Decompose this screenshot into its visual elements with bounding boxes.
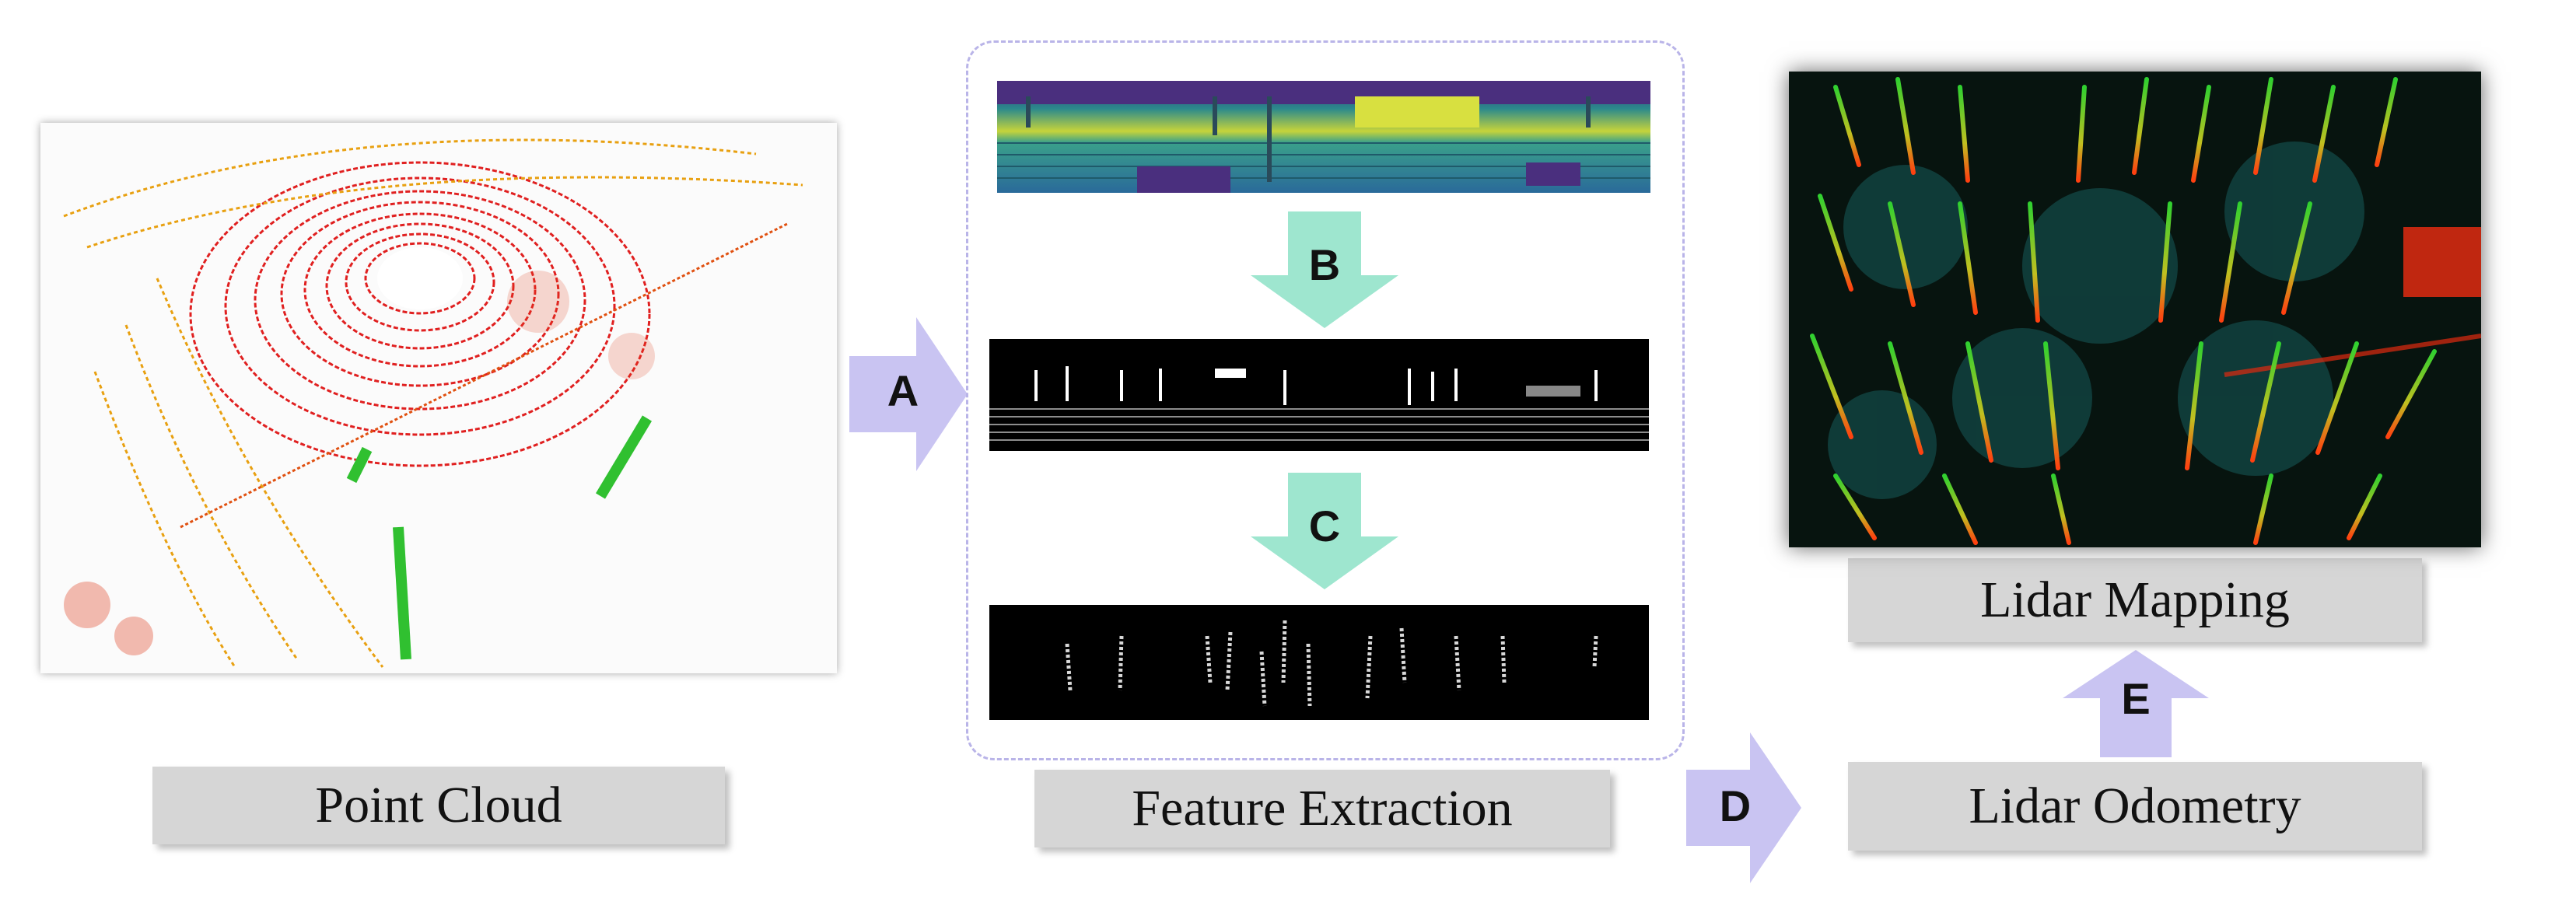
- lidar-odometry-label-text: Lidar Odometry: [1969, 777, 2301, 834]
- point-cloud-label: Point Cloud: [152, 767, 725, 844]
- arrow-c-shape: [1251, 473, 1398, 589]
- feature-extraction-label-text: Feature Extraction: [1132, 780, 1513, 837]
- arrow-c-label: C: [1308, 501, 1341, 550]
- sparse-feature-graphic: [1065, 620, 1598, 707]
- edge-feature-graphic: [989, 366, 1649, 441]
- feature-extraction-frame: [966, 40, 1685, 760]
- arrow-b-shape: [1251, 211, 1398, 328]
- arrow-a: [849, 317, 968, 471]
- arrow-a-shape: [849, 317, 968, 471]
- range-image-graphic: [997, 81, 1650, 193]
- lidar-mapping-label: Lidar Mapping: [1848, 558, 2422, 642]
- arrow-d: [1686, 732, 1801, 883]
- sparse-feature-image: [989, 605, 1649, 720]
- feature-extraction-label: Feature Extraction: [1034, 770, 1610, 847]
- arrow-e-shape: [2063, 650, 2209, 757]
- point-cloud-rings: [63, 138, 803, 668]
- arrow-c: [1251, 473, 1398, 589]
- arrow-b-label: B: [1308, 240, 1341, 289]
- point-cloud-label-text: Point Cloud: [315, 777, 562, 833]
- arrow-e: [2063, 650, 2209, 757]
- lidar-map-graphic: [1789, 72, 2481, 547]
- arrow-a-label: A: [887, 366, 919, 415]
- edge-feature-image: [989, 339, 1649, 451]
- arrow-d-label: D: [1719, 781, 1752, 830]
- point-cloud-image: [40, 123, 837, 673]
- arrow-e-label: E: [2121, 674, 2151, 723]
- lidar-mapping-label-text: Lidar Mapping: [1980, 571, 2290, 628]
- lidar-map-image: [1789, 72, 2481, 547]
- arrow-d-shape: [1686, 732, 1801, 883]
- lidar-odometry-label: Lidar Odometry: [1848, 762, 2422, 851]
- range-image: [997, 81, 1650, 193]
- arrow-b: [1251, 211, 1398, 328]
